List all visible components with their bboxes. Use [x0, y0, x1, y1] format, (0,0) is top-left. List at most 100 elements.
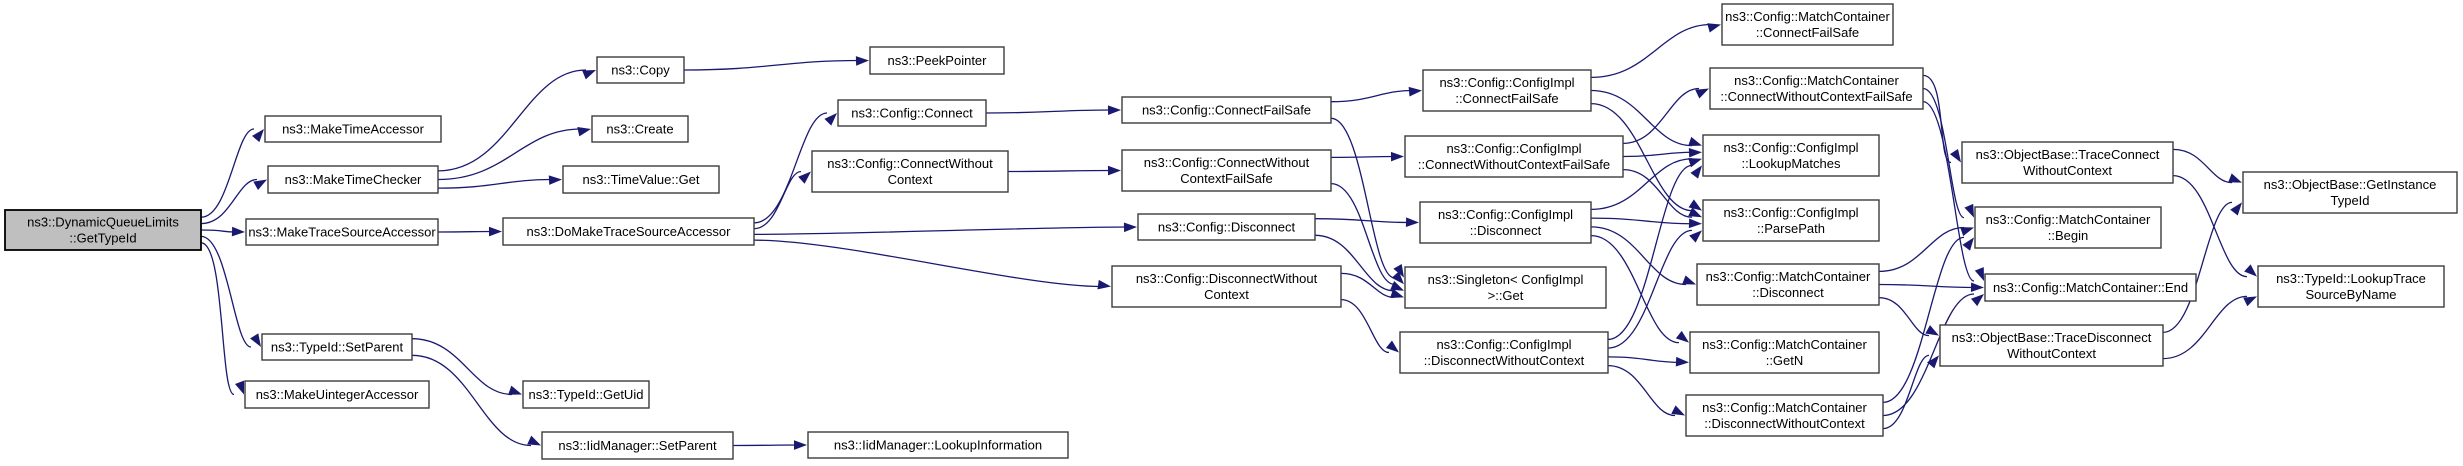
edge-ccfs-icfs — [1330, 89, 1413, 103]
node-imsp[interactable]: ns3::IidManager::SetParent — [541, 431, 734, 460]
node-label-ilm: ns3::Config::ConfigImpl::LookupMatches — [1723, 140, 1858, 171]
arrowhead-imsp-imli — [793, 440, 807, 450]
node-copy[interactable]: ns3::Copy — [596, 56, 685, 84]
arrowhead-mcd-tdwc — [1925, 325, 1939, 336]
node-mua[interactable]: ns3::MakeUintegerAccessor — [244, 380, 430, 409]
arrowhead-cd-sget — [1390, 280, 1404, 291]
arrowhead-idis-mcd — [1682, 275, 1696, 285]
node-label-mcd: ns3::Config::MatchContainer::Disconnect — [1706, 269, 1871, 300]
node-mcd[interactable]: ns3::Config::MatchContainer::Disconnect — [1696, 263, 1880, 306]
edge-mcdwc-mce — [1882, 293, 1975, 417]
node-ipp[interactable]: ns3::Config::ConfigImpl::ParsePath — [1702, 199, 1880, 242]
node-mccfs[interactable]: ns3::Config::MatchContainer::ConnectFail… — [1721, 3, 1894, 46]
edge-idis-ilm — [1590, 158, 1693, 211]
node-tvg[interactable]: ns3::TimeValue::Get — [562, 165, 720, 194]
node-sget[interactable]: ns3::Singleton< ConfigImpl>::Get — [1404, 266, 1607, 309]
node-label-copy: ns3::Copy — [611, 63, 670, 78]
arrowhead-dmtsa-cd — [1123, 222, 1137, 233]
node-label-pp: ns3::PeekPointer — [887, 53, 987, 68]
arrowhead-idwc-mcdwc — [1671, 405, 1685, 416]
edge-tsp-imsp — [411, 354, 532, 447]
edge-imsp-imli — [732, 444, 798, 447]
node-label-mua: ns3::MakeUintegerAccessor — [256, 387, 419, 402]
arrowhead-ccwcfs-icwcfs — [1390, 151, 1404, 162]
edge-main-mtc — [200, 178, 258, 225]
node-mcdwc[interactable]: ns3::Config::MatchContainer::DisconnectW… — [1685, 394, 1884, 437]
arrowhead-mtc-copy — [582, 70, 596, 80]
node-mccwcfs[interactable]: ns3::Config::MatchContainer::ConnectWith… — [1709, 67, 1924, 110]
edge-ccwcfs-icwcfs — [1330, 155, 1395, 159]
node-mcb[interactable]: ns3::Config::MatchContainer::Begin — [1974, 206, 2162, 249]
arrowhead-main-tsp — [250, 333, 261, 347]
node-idis[interactable]: ns3::Config::ConfigImpl::Disconnect — [1419, 201, 1592, 244]
node-dmtsa[interactable]: ns3::DoMakeTraceSourceAccessor — [502, 217, 755, 246]
node-ccfs[interactable]: ns3::Config::ConnectFailSafe — [1121, 96, 1332, 124]
arrowhead-mtsa-dmtsa — [488, 226, 502, 237]
edge-mtc-create — [437, 128, 582, 181]
node-guid[interactable]: ns3::TypeId::GetUid — [522, 380, 650, 409]
arrowhead-tdwc-giti — [2230, 202, 2242, 216]
node-label-cd: ns3::Config::Disconnect — [1158, 220, 1296, 235]
edge-main-mua — [200, 242, 235, 396]
edge-tsp-guid — [411, 338, 513, 396]
node-mta[interactable]: ns3::MakeTimeAccessor — [264, 115, 442, 143]
arrowhead-mcdwc-tdwc — [1927, 355, 1939, 369]
node-mtc[interactable]: ns3::MakeTimeChecker — [267, 165, 439, 194]
node-label-ccfs: ns3::Config::ConnectFailSafe — [1142, 103, 1311, 118]
edge-icwcfs-ilm — [1622, 151, 1693, 158]
edge-cdwc-idwc — [1340, 298, 1390, 354]
node-pp[interactable]: ns3::PeekPointer — [869, 46, 1005, 75]
node-imli[interactable]: ns3::IidManager::LookupInformation — [807, 431, 1069, 459]
arrowhead-icfs-ilm — [1688, 136, 1702, 146]
edge-main-mta — [200, 128, 255, 218]
arrowhead-copy-pp — [855, 56, 869, 66]
arrowhead-tsp-guid — [508, 385, 522, 395]
node-mce[interactable]: ns3::Config::MatchContainer::End — [1984, 273, 2197, 302]
node-cc[interactable]: ns3::Config::Connect — [837, 99, 987, 127]
node-ilm[interactable]: ns3::Config::ConfigImpl::LookupMatches — [1702, 134, 1880, 177]
node-label-mta: ns3::MakeTimeAccessor — [282, 122, 425, 137]
arrowhead-idis-mcgn — [1675, 330, 1689, 343]
node-label-mtsa: ns3::MakeTraceSourceAccessor — [248, 225, 436, 240]
edge-idwc-mcgn — [1607, 356, 1680, 363]
edge-tdwc-giti — [2162, 201, 2233, 334]
node-tsp[interactable]: ns3::TypeId::SetParent — [261, 333, 413, 361]
node-icwcfs[interactable]: ns3::Config::ConfigImpl::ConnectWithoutC… — [1404, 135, 1624, 178]
arrowhead-main-mtc — [253, 179, 267, 191]
arrowhead-idwc-mcgn — [1675, 356, 1689, 367]
edge-cc-ccfs — [985, 109, 1112, 114]
node-label-mce: ns3::Config::MatchContainer::End — [1993, 280, 2188, 295]
edge-idwc-ipp — [1607, 229, 1693, 349]
edge-cdwc-sget — [1340, 272, 1395, 298]
arrowhead-main-mta — [251, 129, 264, 143]
node-cd[interactable]: ns3::Config::Disconnect — [1137, 213, 1316, 241]
node-mtsa[interactable]: ns3::MakeTraceSourceAccessor — [245, 218, 439, 246]
node-icfs[interactable]: ns3::Config::ConfigImpl::ConnectFailSafe — [1422, 69, 1592, 112]
node-create[interactable]: ns3::Create — [591, 115, 689, 143]
node-label-guid: ns3::TypeId::GetUid — [529, 387, 644, 402]
arrowhead-icwcfs-mccwcfs — [1695, 88, 1709, 99]
arrowhead-ccfs-icfs — [1408, 86, 1422, 97]
node-label-imli: ns3::IidManager::LookupInformation — [834, 438, 1042, 453]
node-label-mccfs: ns3::Config::MatchContainer::ConnectFail… — [1725, 9, 1890, 40]
arrowhead-tcwc-giti — [2228, 173, 2242, 183]
node-mcgn[interactable]: ns3::Config::MatchContainer::GetN — [1689, 331, 1880, 374]
node-main: ns3::DynamicQueueLimits::GetTypeId — [4, 209, 202, 251]
arrowhead-main-mua — [234, 380, 245, 395]
node-idwc[interactable]: ns3::Config::ConfigImpl::DisconnectWitho… — [1399, 331, 1609, 374]
edge-icwcfs-mccwcfs — [1622, 87, 1700, 145]
edge-mcd-mce — [1878, 283, 1975, 289]
edge-dmtsa-cc — [753, 112, 828, 224]
edge-ccwcfs-sget — [1330, 182, 1395, 285]
arrowhead-cdwc-sget — [1390, 288, 1404, 298]
